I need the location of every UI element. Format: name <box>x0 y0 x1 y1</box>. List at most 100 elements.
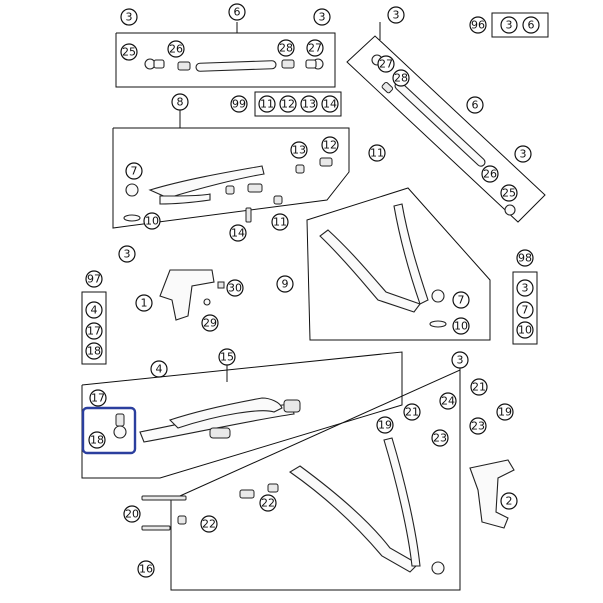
svg-text:27: 27 <box>308 42 322 55</box>
callout-11: 11 <box>368 144 386 162</box>
callout-22: 22 <box>259 494 277 512</box>
svg-text:3: 3 <box>124 248 131 261</box>
callout-12: 12 <box>279 95 297 113</box>
svg-text:10: 10 <box>145 215 159 228</box>
callout-3: 3 <box>514 145 532 163</box>
svg-text:1: 1 <box>141 297 148 310</box>
callout-24: 24 <box>439 392 457 410</box>
svg-text:23: 23 <box>433 432 447 445</box>
svg-text:22: 22 <box>261 497 275 510</box>
upper-a-arm-2 <box>319 203 447 328</box>
svg-text:30: 30 <box>228 282 242 295</box>
svg-text:28: 28 <box>394 72 408 85</box>
svg-text:6: 6 <box>528 19 535 32</box>
callout-1: 1 <box>135 294 153 312</box>
callout-14: 14 <box>229 224 247 242</box>
svg-text:23: 23 <box>471 420 485 433</box>
callout-8: 8 <box>171 93 189 111</box>
svg-text:13: 13 <box>292 144 306 157</box>
svg-text:12: 12 <box>323 139 337 152</box>
upper-a-arm <box>123 157 333 223</box>
bolt-20 <box>141 495 187 531</box>
callout-28: 28 <box>392 69 410 87</box>
callout-3: 3 <box>313 8 331 26</box>
callout-26: 26 <box>481 165 499 183</box>
svg-text:3: 3 <box>520 148 527 161</box>
svg-text:16: 16 <box>139 563 153 576</box>
svg-text:4: 4 <box>91 304 98 317</box>
svg-text:11: 11 <box>260 98 274 111</box>
callout-17: 17 <box>85 322 103 340</box>
callout-2: 2 <box>500 492 518 510</box>
svg-text:17: 17 <box>87 325 101 338</box>
callout-97: 97 <box>85 270 103 288</box>
svg-text:25: 25 <box>502 187 516 200</box>
svg-text:6: 6 <box>472 99 479 112</box>
frame-kit-99 <box>254 91 342 117</box>
svg-text:8: 8 <box>177 96 184 109</box>
svg-text:14: 14 <box>323 98 337 111</box>
callout-4: 4 <box>85 301 103 319</box>
svg-text:28: 28 <box>279 42 293 55</box>
callout-27: 27 <box>306 39 324 57</box>
callout-13: 13 <box>300 95 318 113</box>
svg-text:3: 3 <box>126 11 133 24</box>
svg-text:24: 24 <box>441 395 455 408</box>
callout-21: 21 <box>470 378 488 396</box>
frame-upper-a-arm-2 <box>306 187 491 341</box>
svg-text:2: 2 <box>506 495 513 508</box>
svg-text:26: 26 <box>483 168 497 181</box>
frame-kit-98 <box>512 271 538 345</box>
svg-text:19: 19 <box>498 406 512 419</box>
svg-text:12: 12 <box>281 98 295 111</box>
lower-front-arm <box>139 397 301 443</box>
svg-text:11: 11 <box>273 216 287 229</box>
callout-99: 99 <box>230 95 248 113</box>
svg-text:3: 3 <box>319 11 326 24</box>
svg-text:7: 7 <box>458 294 465 307</box>
callout-3: 3 <box>500 16 518 34</box>
callout-22: 22 <box>200 515 218 533</box>
callout-19: 19 <box>376 416 394 434</box>
svg-text:25: 25 <box>122 46 136 59</box>
callout-29: 29 <box>201 314 219 332</box>
svg-text:98: 98 <box>518 252 532 265</box>
callout-30: 30 <box>226 279 244 297</box>
callout-11: 11 <box>271 213 289 231</box>
callout-14: 14 <box>321 95 339 113</box>
callout-6: 6 <box>522 16 540 34</box>
callout-28: 28 <box>277 39 295 57</box>
callout-13: 13 <box>290 141 308 159</box>
svg-text:97: 97 <box>87 273 101 286</box>
callout-23: 23 <box>469 417 487 435</box>
callout-20: 20 <box>123 505 141 523</box>
callout-21: 21 <box>403 403 421 421</box>
callout-11: 11 <box>258 95 276 113</box>
callout-98: 98 <box>516 249 534 267</box>
frame-tie-rod-left <box>115 22 336 88</box>
frame-lower-front <box>81 351 403 479</box>
svg-text:19: 19 <box>378 419 392 432</box>
callout-9: 9 <box>276 275 294 293</box>
frame-lower-a-arm <box>170 368 461 591</box>
callout-12: 12 <box>321 136 339 154</box>
svg-text:21: 21 <box>472 381 486 394</box>
frame-tie-rod-right <box>346 22 546 223</box>
frame-kit-96 <box>491 12 549 38</box>
callout-18: 18 <box>88 431 106 449</box>
svg-text:20: 20 <box>125 508 139 521</box>
frame-kit-97 <box>81 291 107 365</box>
svg-text:3: 3 <box>457 354 464 367</box>
svg-text:22: 22 <box>202 518 216 531</box>
callout-7: 7 <box>516 301 534 319</box>
callout-3: 3 <box>120 8 138 26</box>
callout-23: 23 <box>431 429 449 447</box>
svg-text:6: 6 <box>234 6 241 19</box>
knuckle-right <box>469 459 515 529</box>
callout-10: 10 <box>452 317 470 335</box>
svg-text:27: 27 <box>379 58 393 71</box>
svg-text:3: 3 <box>506 19 513 32</box>
svg-text:18: 18 <box>90 434 104 447</box>
svg-text:18: 18 <box>87 345 101 358</box>
